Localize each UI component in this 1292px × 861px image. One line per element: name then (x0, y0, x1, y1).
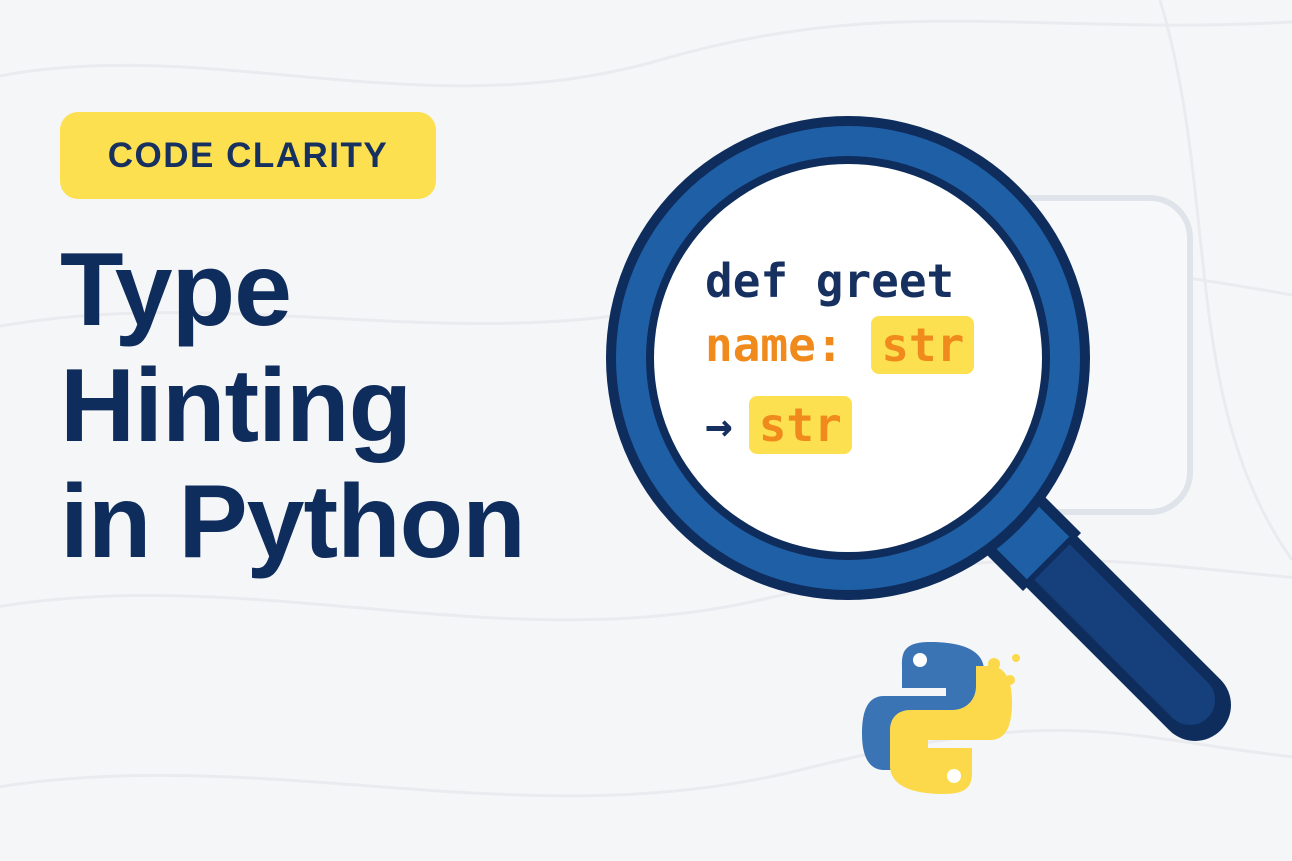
code-line-parameter: name: str (705, 316, 975, 374)
code-line-return: → str (705, 396, 852, 454)
magnifying-glass-icon (606, 116, 1231, 741)
title-line-2: Hinting (60, 348, 412, 464)
category-badge: CODE CLARITY (60, 112, 436, 199)
code-param-type-highlight: str (871, 316, 975, 374)
code-line-signature: def greet (705, 254, 954, 308)
code-param-name: name: (705, 318, 844, 372)
return-arrow-icon: → (705, 398, 733, 452)
code-return-type-highlight: str (748, 396, 852, 454)
code-def-greet: def greet (705, 254, 955, 308)
category-badge-label: CODE CLARITY (107, 135, 389, 175)
page-title: Type Hinting in Python (60, 232, 526, 580)
title-line-3: in Python (60, 464, 526, 580)
title-line-1: Type (60, 232, 292, 348)
python-logo-icon (862, 642, 1020, 794)
